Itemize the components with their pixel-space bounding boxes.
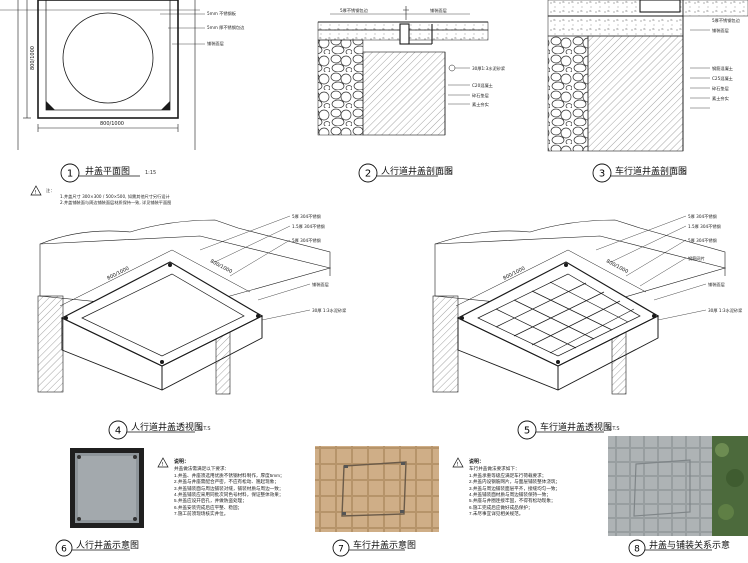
- plan-view-detail-1: [0, 0, 205, 150]
- caption-8-title: 井盖与铺装关系示意: [649, 539, 730, 551]
- caption-2-scale: 1:15: [441, 170, 452, 176]
- sec-ped-label-2: 铺装面层: [430, 7, 447, 14]
- photo-veh-cover: [315, 446, 439, 532]
- plan-dim-left: 800/1000: [30, 46, 36, 70]
- veh-note-line: 3.井盖与周边铺装面层平齐，接缝均匀一致；: [469, 485, 561, 491]
- sec-veh-label-3: 钢筋混凝土: [712, 65, 733, 72]
- sec-veh-label-4: C25混凝土: [712, 75, 733, 82]
- veh-note-line: 5.井座与井圈连接牢固，不得有松动现象；: [469, 498, 556, 504]
- caption-6: 6 人行井盖示意图: [55, 539, 139, 557]
- svg-text:2: 2: [365, 169, 371, 180]
- sec-veh-label-1: 5厚不锈钢包边: [712, 17, 741, 24]
- sec-ped-label-3: 30厚1:3水泥砂浆: [472, 65, 506, 72]
- svg-text:5: 5: [524, 426, 530, 437]
- sec-veh-label-2: 铺装面层: [712, 27, 729, 34]
- veh-note-line: 4.井盖铺装面材质与周边铺装保持一致；: [469, 492, 551, 498]
- ped-note-line: 6.井盖安装完成后应平整、稳固；: [174, 504, 243, 510]
- plan-label-1: 5mm 不锈钢板: [207, 10, 237, 17]
- caption-5: 5 车行道井盖透视图 N.T.S: [517, 420, 620, 440]
- general-note-title: 注：: [46, 187, 54, 194]
- svg-text:!: !: [161, 462, 163, 468]
- general-note-line-2: 2.井盖铺装面与周边铺装面层材质保持一致, 详见铺装平面图: [60, 199, 171, 206]
- section-ped-detail-2: [317, 6, 489, 136]
- general-note-line-1: 1.井盖尺寸 300×300 / 500×500, 如需其他尺寸另行设计: [60, 193, 170, 200]
- ped-note-line: 2.井盖与井座需配合严密，不应有松动、翘起现象；: [174, 479, 279, 485]
- svg-text:8: 8: [634, 545, 640, 555]
- svg-text:7: 7: [338, 545, 344, 555]
- persp-ped-label-4: 铺装面层: [312, 281, 329, 288]
- persp-veh-label-4: 钢筋网片: [688, 255, 705, 262]
- persp-ped-label-3: 5厚 304不锈钢: [292, 237, 321, 244]
- perspective-veh-detail-5: [432, 215, 727, 395]
- caption-1-scale: 1:15: [145, 170, 156, 176]
- veh-note-line: 车行井盖做法要求如下：: [469, 466, 520, 472]
- plan-dim-bottom: 800/1000: [100, 121, 124, 127]
- ped-note-line: 7.施工前须现场核实井位。: [174, 511, 229, 517]
- photo-ped-cover: [70, 448, 144, 528]
- caption-1: 1 井盖平面图 1:15: [60, 163, 156, 183]
- sec-ped-label-4: C20混凝土: [472, 82, 493, 89]
- caption-2: 2 人行道井盖剖面图 1:15: [358, 163, 453, 183]
- sec-ped-label-6: 素土夯实: [472, 101, 489, 108]
- caption-5-title: 车行道井盖透视图: [540, 421, 612, 433]
- veh-notes-title: 说明：: [469, 459, 485, 465]
- persp-veh-label-2: 1.5厚 304不锈钢: [688, 223, 721, 230]
- plan-label-3: 铺装面层: [207, 40, 224, 47]
- general-note: ! 注： 1.井盖尺寸 300×300 / 500×500, 如需其他尺寸另行设…: [30, 185, 171, 206]
- sec-veh-label-6: 素土夯实: [712, 95, 729, 102]
- persp-ped-label-2: 1.5厚 304不锈钢: [292, 223, 325, 230]
- warning-icon: !: [157, 457, 169, 468]
- svg-text:1: 1: [67, 169, 73, 180]
- ped-note-line: 5.井盖应设开启孔，并做防盗处理；: [174, 498, 247, 504]
- ped-note-line: 井盖做法需满足以下要求：: [174, 466, 230, 472]
- section-veh-detail-3: [547, 0, 748, 152]
- caption-5-scale: N.T.S: [607, 426, 620, 432]
- ped-note-line: 4.井盖铺装应采用同批次同色号材料，保证整体效果；: [174, 492, 284, 498]
- sec-veh-label-5: 碎石垫层: [712, 85, 729, 92]
- veh-note-line: 6.施工完成后应做好成品保护；: [469, 504, 533, 510]
- svg-text:!: !: [456, 462, 458, 468]
- warning-icon: !: [452, 457, 464, 468]
- perspective-ped-detail-4: [37, 215, 332, 395]
- photo-paving-relation: [608, 436, 748, 536]
- caption-6-title: 人行井盖示意图: [76, 539, 139, 551]
- sec-ped-label-5: 碎石垫层: [472, 92, 489, 99]
- persp-ped-label-1: 5厚 304不锈钢: [292, 213, 321, 220]
- ped-notes: 说明： 井盖做法需满足以下要求： 1.井盖、井座须选用优质不锈钢材料制作，厚度5…: [174, 459, 304, 518]
- sec-ped-label-1: 5厚不锈钢包边: [340, 7, 369, 14]
- persp-veh-label-6: 30厚 1:3水泥砂浆: [708, 307, 743, 314]
- ped-notes-title: 说明：: [174, 459, 190, 465]
- caption-4-title: 人行道井盖透视图: [131, 421, 203, 433]
- ped-note-line: 1.井盖、井座须选用优质不锈钢材料制作，厚度5mm；: [174, 472, 285, 478]
- svg-text:4: 4: [115, 426, 121, 437]
- ped-note-line: 3.井盖铺装面与周边铺装对缝，铺装材质与周边一致；: [174, 485, 284, 491]
- svg-text:3: 3: [599, 169, 605, 180]
- caption-2-title: 人行道井盖剖面图: [381, 165, 453, 177]
- caption-4: 4 人行道井盖透视图 N.T.S: [108, 420, 211, 440]
- plan-label-2: 5mm 厚不锈钢包边: [207, 24, 245, 31]
- persp-veh-label-5: 铺装面层: [708, 281, 725, 288]
- caption-3-scale: 1:15: [675, 170, 686, 176]
- persp-veh-label-1: 5厚 304不锈钢: [688, 213, 717, 220]
- caption-4-scale: N.T.S: [198, 426, 211, 432]
- caption-8: 8 井盖与铺装关系示意: [628, 539, 730, 557]
- veh-note-line: 2.井盖内设钢筋网片，与面层铺装整体浇筑；: [469, 479, 561, 485]
- persp-veh-label-3: 5厚 304不锈钢: [688, 237, 717, 244]
- veh-note-line: 1.井盖承重等级应满足车行荷载要求；: [469, 472, 547, 478]
- svg-text:6: 6: [61, 545, 67, 555]
- veh-note-line: 7.未尽事宜详见相关规范。: [469, 511, 524, 517]
- caption-3-title: 车行道井盖剖面图: [615, 165, 687, 177]
- caption-1-title: 井盖平面图: [85, 165, 130, 177]
- svg-text:!: !: [34, 190, 36, 196]
- persp-ped-label-5: 30厚 1:3水泥砂浆: [312, 307, 347, 314]
- caption-3: 3 车行道井盖剖面图 1:15: [592, 163, 687, 183]
- caption-7-title: 车行井盖示意图: [353, 539, 416, 551]
- caption-7: 7 车行井盖示意图: [332, 539, 416, 557]
- veh-notes: 说明： 车行井盖做法要求如下： 1.井盖承重等级应满足车行荷载要求； 2.井盖内…: [469, 459, 601, 518]
